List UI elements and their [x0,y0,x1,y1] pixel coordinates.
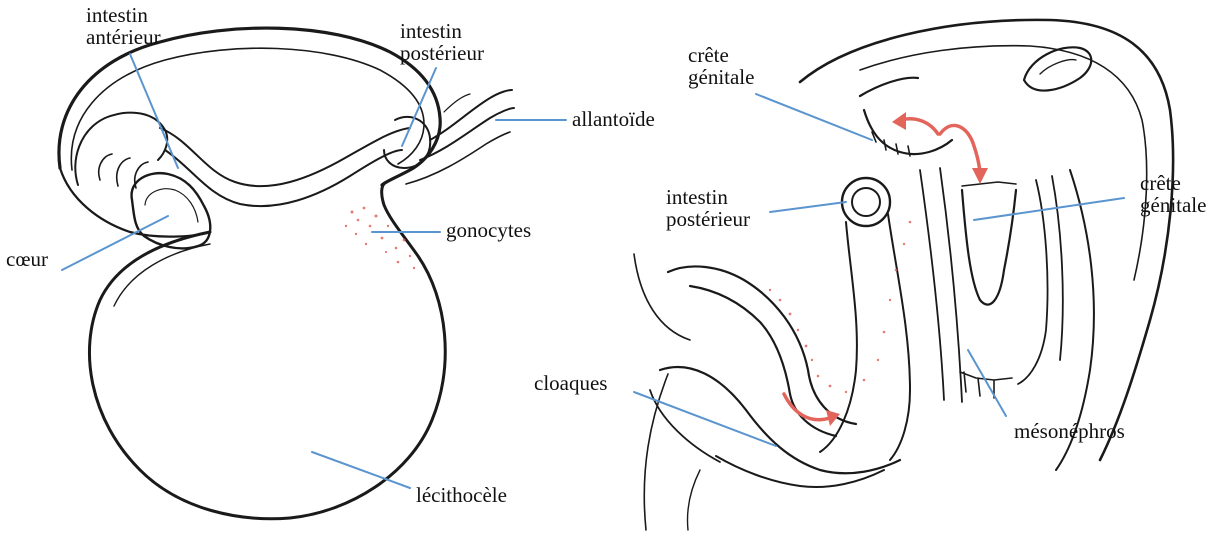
hindgut-ring-outer [842,178,890,226]
leader-intestin-anterieur [130,54,178,168]
label-intestin-anterieur-line1: intestin [86,4,161,26]
left-embryo-drawing [59,28,514,519]
label-intestin-posterieur-left-line2: postérieur [400,42,484,64]
embryo-inner-envelope [71,48,424,170]
heart-inner [145,189,198,222]
label-mesonephros: mésonéphros [1014,420,1125,442]
label-intestin-anterieur: intestin antérieur [86,4,161,48]
migration-arrows [784,112,988,426]
label-crete-genitale-right-line1: crête [1140,172,1206,194]
genital-ridge-right [962,190,1016,305]
cloaca-wall-left [650,390,720,462]
leader-intestin-posterieur-left [402,68,436,146]
allantois-stalk-2 [420,108,514,160]
cloaca-tube-inner [690,286,836,436]
genital-ridge-right-teeth [962,182,1016,186]
label-allantoide-text: allantoïde [572,108,655,130]
hindgut-ring-inner [852,188,880,216]
leader-crete-genitale-right [974,198,1124,220]
label-crete-genitale-right-line2: génitale [1140,194,1206,216]
label-lecithocele: lécithocèle [416,484,507,506]
neural-canal [1040,60,1076,74]
mesonephros-tube-2 [1052,176,1063,360]
leader-coeur [62,216,168,270]
label-crete-genitale-top-line1: crête [688,44,754,66]
leader-crete-genitale-top [756,94,872,140]
label-crete-genitale-right: crête génitale [1140,172,1206,216]
label-intestin-posterieur-left-line1: intestin [400,20,484,42]
yolk-sac-inner [114,244,210,306]
label-allantoide: allantoïde [572,108,655,130]
pharynx-pouches [99,154,148,188]
label-mesonephros-text: mésonéphros [1014,420,1125,442]
leader-mesonephros [968,350,1006,416]
allantois-stalk-1 [430,90,512,140]
cloaca-tube-outer [668,266,856,424]
label-crete-genitale-top: crête génitale [688,44,754,88]
hindgut-loop [384,117,430,168]
cloaca-lower [660,367,900,473]
mesentery-right [888,214,910,460]
label-gonocytes: gonocytes [446,219,531,241]
gonocytes-right-specks [769,221,912,393]
mesonephros-base [960,372,1012,398]
label-cloaques: cloaques [534,372,607,394]
right-embryo-drawing [634,20,1173,530]
dorsal-inner-outline [860,46,1147,280]
leader-intestin-posterieur-right [770,202,846,212]
migration-arrowhead-upper-right [972,168,988,184]
label-intestin-posterieur-left: intestin postérieur [400,20,484,64]
neural-tube [1024,47,1091,90]
label-intestin-posterieur-right-line2: postérieur [666,208,750,230]
label-lecithocele-text: lécithocèle [416,484,507,506]
label-coeur-text: cœur [6,248,48,270]
migration-arrowhead-upper-left [892,112,906,130]
label-crete-genitale-top-line2: génitale [688,66,754,88]
label-gonocytes-text: gonocytes [446,219,531,241]
dorsal-body-outline [800,20,1173,460]
tail-line-3 [688,470,701,530]
label-intestin-anterieur-line2: antérieur [86,26,161,48]
leader-cloaques [634,392,776,446]
embryo-outer-envelope [59,28,440,185]
allantois-stalk-4 [444,94,470,112]
label-intestin-posterieur-right: intestin postérieur [666,186,750,230]
coelom-wall-1 [920,170,944,400]
label-cloaques-text: cloaques [534,372,607,394]
label-coeur: cœur [6,248,48,270]
coelom-wall-2 [940,168,962,402]
label-intestin-posterieur-right-line1: intestin [666,186,750,208]
